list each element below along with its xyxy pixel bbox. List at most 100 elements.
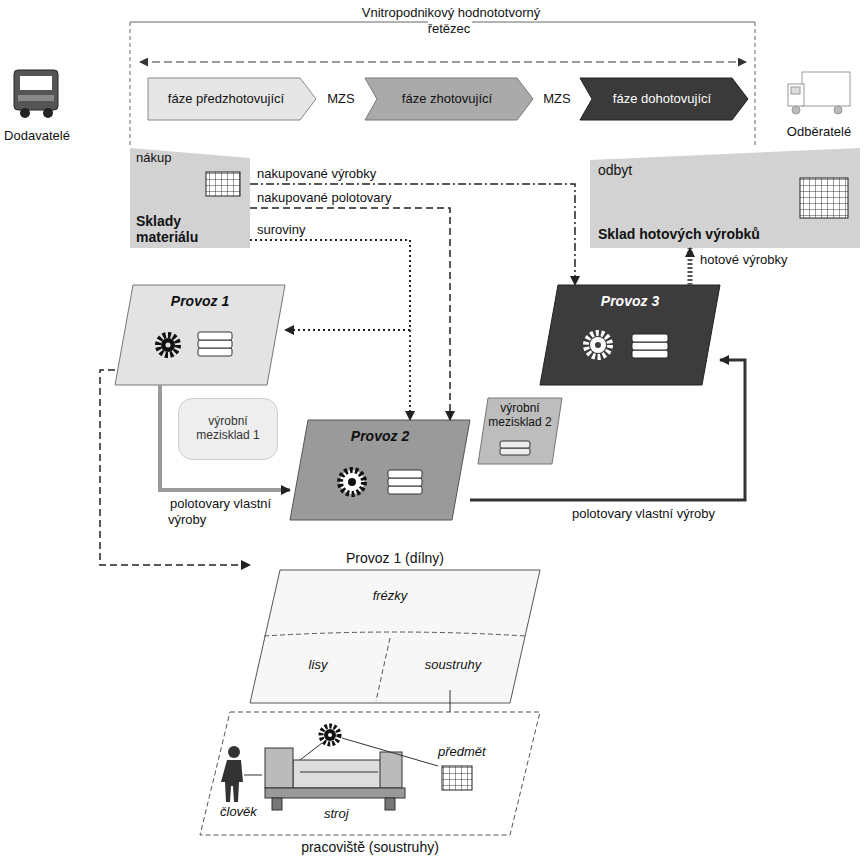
workshop-area: soustruhy bbox=[398, 640, 508, 690]
flow-connector bbox=[450, 690, 451, 712]
node-content: frézky bbox=[300, 578, 480, 614]
workshop-area: lisy bbox=[268, 640, 368, 690]
node-content: nákupSklady materiálu bbox=[130, 148, 250, 248]
node-label: Provoz 1 bbox=[171, 293, 229, 309]
node-outline bbox=[115, 285, 285, 385]
label-text: Odběratelé bbox=[785, 124, 853, 139]
flow-label: suroviny bbox=[255, 222, 307, 238]
flow-label: polotovary vlastní výroby bbox=[570, 506, 717, 522]
chain-title: Vnitropodnikový hodnototvorný řetězec bbox=[340, 5, 560, 36]
chain-frame bbox=[130, 22, 755, 148]
phase-arrow: fáze zhotovující bbox=[365, 78, 533, 120]
node-label: fáze předzhotovující bbox=[168, 92, 284, 107]
flow-label: polotovary vlastní výroby bbox=[168, 496, 288, 527]
customer-truck bbox=[788, 72, 850, 114]
flow-label-text: polotovary vlastní výroby bbox=[168, 496, 271, 527]
flow-connector bbox=[250, 184, 575, 285]
buffer-abbrev: MZS bbox=[318, 91, 364, 107]
label-text: stroj bbox=[322, 806, 351, 821]
phase-arrow: fáze předzhotovující bbox=[148, 78, 316, 120]
node-outline bbox=[148, 78, 316, 120]
flow-label-text: polotovary vlastní výroby bbox=[570, 506, 717, 521]
customer-label: Odběratelé bbox=[775, 124, 863, 140]
node-content: lisy bbox=[268, 640, 368, 690]
node-outline bbox=[580, 78, 748, 120]
workshop-plan: Provoz 1 (dílny) frézky lisy soustruhy bbox=[250, 548, 540, 703]
part-label: stroj bbox=[322, 806, 372, 822]
node-label: pracoviště (soustruhy) bbox=[301, 839, 439, 855]
node-label: soustruhy bbox=[425, 658, 481, 673]
finished-goods-icon bbox=[800, 178, 848, 218]
node-label: Provoz 1 (dílny) bbox=[346, 550, 444, 566]
node-label: Provoz 2 bbox=[351, 428, 409, 444]
node-subtitle: Sklad hotových výrobků bbox=[598, 226, 760, 242]
supplier-label: Dodavatelé bbox=[0, 128, 74, 144]
node-content: fáze zhotovující bbox=[365, 78, 533, 120]
leader-line bbox=[244, 775, 262, 776]
label-text: předmět bbox=[436, 744, 488, 759]
node-outline bbox=[250, 570, 540, 703]
node-content: Provoz 1 (dílny) bbox=[250, 548, 540, 703]
gear-icon bbox=[158, 335, 178, 355]
chain-arrow bbox=[140, 61, 746, 62]
node-content: Provoz 3 bbox=[540, 285, 720, 385]
flow-label-text: nakupované polotovary bbox=[255, 190, 393, 205]
node-label: fáze dohotovující bbox=[613, 92, 711, 107]
node-content: výrobní mezisklad 1 bbox=[178, 398, 278, 460]
flow-label: hotové výrobky bbox=[698, 252, 789, 268]
workpiece-icon bbox=[442, 766, 472, 790]
node-label: výrobní mezisklad 2 bbox=[488, 402, 552, 430]
node-label: frézky bbox=[373, 589, 408, 604]
label-text: Dodavatelé bbox=[2, 128, 72, 143]
stock-icon bbox=[632, 334, 668, 358]
node-outline bbox=[130, 148, 250, 248]
node-label: nákup bbox=[136, 151, 171, 166]
node-outline bbox=[540, 285, 720, 385]
node-label: odbyt bbox=[598, 162, 632, 178]
flow-label: nakupované polotovary bbox=[255, 190, 393, 206]
node-shape bbox=[250, 548, 540, 703]
node-outline bbox=[478, 398, 562, 464]
node-content: fáze dohotovující bbox=[580, 78, 748, 120]
area-divider bbox=[264, 632, 526, 701]
flow-label: nakupované výrobky bbox=[255, 166, 378, 182]
purchasing-band: nákupSklady materiálu bbox=[130, 148, 250, 248]
flow-connector bbox=[160, 385, 290, 490]
workshop-area: frézky bbox=[300, 578, 480, 614]
stock-icon bbox=[388, 470, 422, 494]
node-content: Provoz 2 bbox=[290, 420, 470, 520]
flow-connector bbox=[688, 248, 693, 285]
supplier-truck bbox=[14, 70, 58, 118]
node-label: lisy bbox=[309, 658, 328, 673]
buffer-abbrev: MZS bbox=[534, 91, 580, 107]
node-label: Provoz 3 bbox=[601, 293, 659, 309]
node-label: výrobní mezisklad 1 bbox=[184, 415, 272, 443]
material-stock-icon bbox=[206, 172, 240, 196]
flow-label-text: nakupované výrobky bbox=[255, 166, 378, 181]
flow-label-text: hotové výrobky bbox=[698, 252, 789, 267]
part-label: člověk bbox=[218, 804, 278, 820]
gear-icon bbox=[340, 470, 364, 494]
plant-box: Provoz 3 bbox=[540, 285, 720, 385]
label-text: Vnitropodnikový hodnototvorný řetězec bbox=[360, 5, 541, 36]
label-text: MZS bbox=[541, 91, 572, 106]
stock-icon bbox=[500, 441, 530, 455]
stock-icon bbox=[198, 332, 232, 356]
plant-box: Provoz 2 bbox=[290, 420, 470, 520]
label-text: MZS bbox=[325, 91, 356, 106]
buffer-store: výrobní mezisklad 1 bbox=[178, 398, 278, 460]
label-text: člověk bbox=[218, 804, 259, 819]
node-outline bbox=[290, 420, 470, 520]
node-content: fáze předzhotovující bbox=[148, 78, 316, 120]
flow-label-text: suroviny bbox=[255, 222, 307, 237]
node-subtitle: Sklady materiálu bbox=[136, 213, 244, 245]
node-outline bbox=[179, 399, 278, 460]
node-outline bbox=[590, 148, 860, 248]
phase-arrow: fáze dohotovující bbox=[580, 78, 748, 120]
node-content: soustruhy bbox=[398, 640, 508, 690]
node-label: fáze zhotovující bbox=[402, 92, 492, 107]
node-outline bbox=[200, 712, 540, 835]
node-outline bbox=[365, 78, 533, 120]
